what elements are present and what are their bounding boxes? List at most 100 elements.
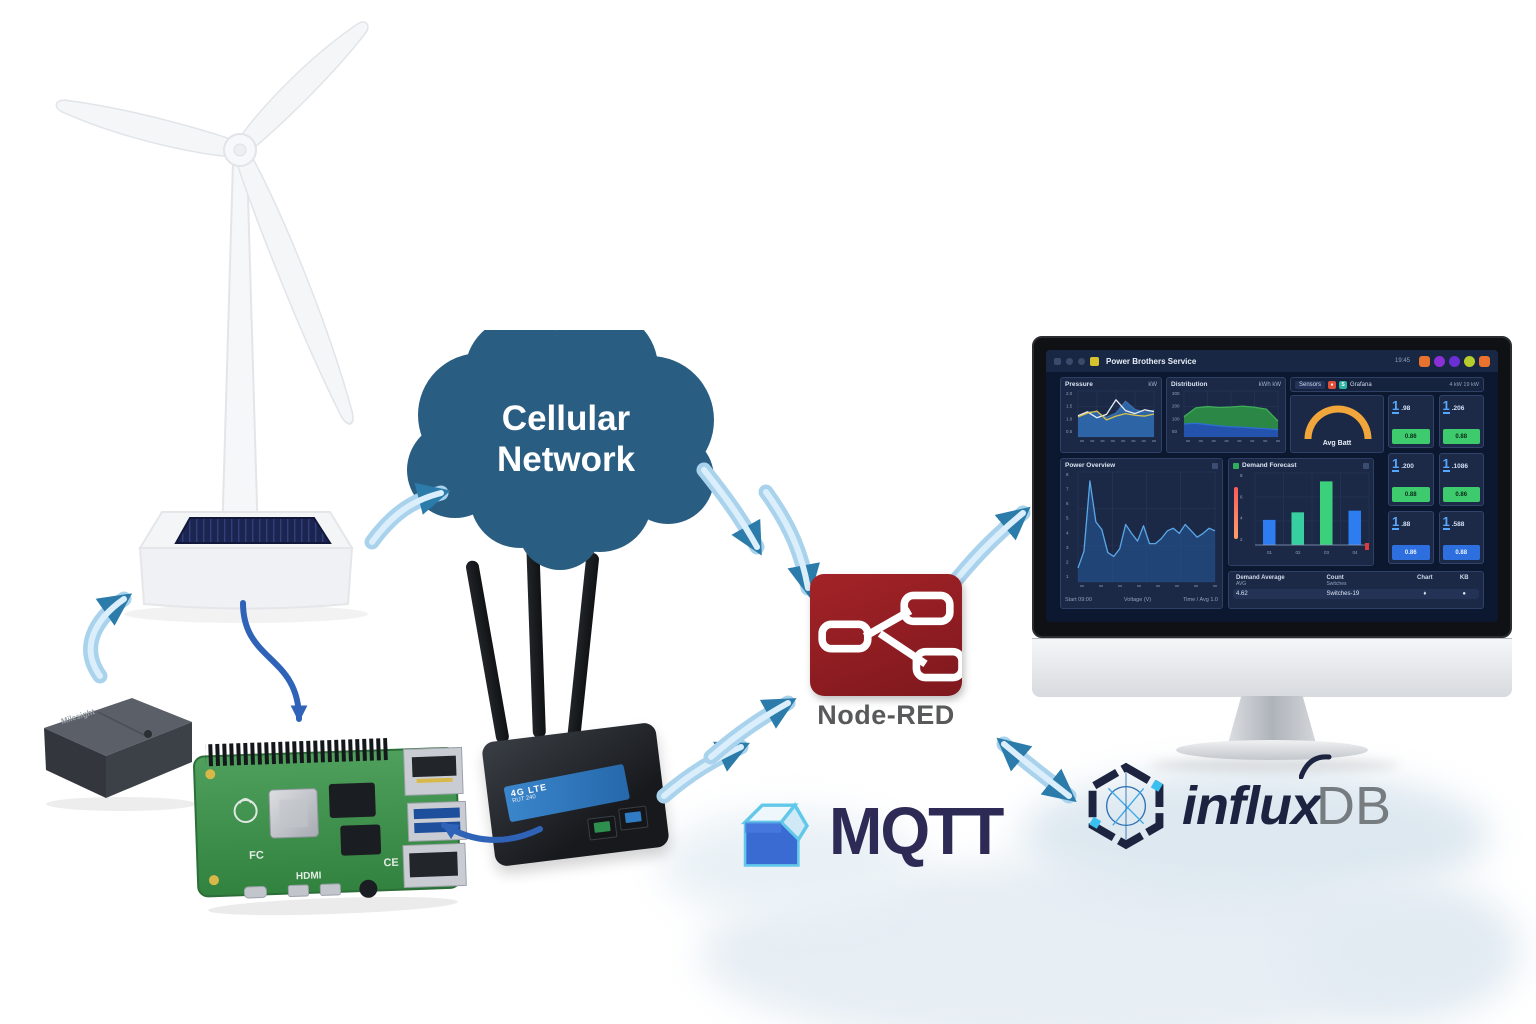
table-header-cell: KB [1459,575,1469,581]
svg-text:1.0: 1.0 [1066,416,1073,421]
panel-title: Demand Forecast [1242,462,1297,469]
panel-menu-icon [1212,462,1218,469]
base-pedestal-front [138,547,354,610]
arrow-turbine-to-cloud [364,482,451,550]
panel-title: Pressure [1065,381,1093,388]
wifi-chip [340,824,382,856]
arrow-nodered-influxdb-bidirectional [996,736,1077,804]
panel-icon [1233,462,1239,469]
svg-text:4: 4 [1240,516,1243,521]
app-icon [1464,355,1475,367]
panel-pressure: Pressure kW 2.0 1.5 1.0 0.5 [1060,377,1162,453]
panel-unit: kWh kW [1258,381,1281,388]
svg-text:03: 03 [1324,550,1330,555]
arrow-sensor-to-turbine [83,591,133,684]
favicon-icon [1090,356,1099,366]
usbc-power-port [243,885,267,899]
fcc-label: FC [249,849,264,862]
svg-text:100: 100 [1172,416,1180,421]
svg-text:01: 01 [1267,550,1273,555]
dashboard-screen: Power Brothers Service 19:45 Pressure kW… [1046,350,1498,622]
wind-turbine [52,12,376,623]
cellular-network-cloud [407,330,714,570]
dashboard-title: Power Brothers Service [1106,356,1197,366]
audio-jack [359,879,378,898]
cloud-band [1300,880,1520,1020]
pressure-chart: 2.0 1.5 1.0 0.5 [1066,390,1156,442]
arrow-nodered-to-monitor [949,505,1031,587]
table-cell: ♦ [1423,591,1427,597]
svg-text:6: 6 [1066,501,1069,506]
influx-swoosh-icon [1299,754,1332,779]
table-cell: ● [1462,591,1467,597]
footer-mid: Voltage (V) [1123,597,1152,603]
cloud-label-line2: Network [496,440,636,480]
footer-right: Time / Avg 1.0 [1183,597,1218,603]
svg-text:200: 200 [1172,404,1180,409]
app-icon [1434,355,1445,367]
window-control-icon [1054,357,1061,365]
svg-text:50: 50 [1172,429,1178,434]
arrow-router-to-nodered [656,739,750,804]
svg-text:0.5: 0.5 [1066,429,1073,434]
micro-hdmi-port [287,884,310,898]
influx-label: influx [1182,776,1321,836]
cloud-label: Cellular Network [432,398,700,481]
cloud-label-line1: Cellular [501,399,631,438]
alert-icon: ● [1328,380,1337,389]
table-cell: Switches-19 [1326,591,1360,597]
svg-text:2.0: 2.0 [1066,391,1073,396]
svg-text:6: 6 [1240,494,1243,499]
arrow-base-to-pi [240,600,308,723]
arrow-cloud-to-nodered [696,462,765,556]
node-red-logo: Node-RED [806,574,966,731]
table-header-cell: Chart [1417,575,1433,581]
threshold-strip [1234,487,1238,539]
window-control-icon [1066,357,1073,365]
influx-db-label: DB [1316,776,1392,836]
app-icon [1449,355,1460,367]
micro-hdmi-port [319,883,342,896]
node-red-icon [810,574,966,696]
dashboard-tabs: Sensors ● S Grafana 4 kW 19 kW [1290,377,1484,392]
svg-text:7: 7 [1066,487,1069,492]
ce-label: CE [383,857,399,870]
gpio-header [205,738,388,767]
panel-gauge: Avg Batt [1290,395,1384,453]
cloud-band [1020,770,1490,900]
solar-panel [174,517,332,544]
svg-text:8: 8 [1240,473,1243,478]
svg-text:2: 2 [1066,559,1069,564]
panel-unit: kW [1148,381,1157,388]
monitor-stand [1227,696,1317,744]
panel-menu-icon [1363,462,1369,469]
arrow-cloud-to-nodered-2 [758,484,820,598]
raspberry-logo [233,799,258,824]
svg-text:1.5: 1.5 [1066,404,1073,409]
clock-text: 19:45 [1394,358,1410,364]
mqtt-logo: MQTT [733,788,1004,874]
browser-topbar: Power Brothers Service 19:45 [1046,350,1498,372]
panel-title: Distribution [1171,381,1208,388]
svg-text:5: 5 [1066,516,1069,521]
monitor-chin [1032,638,1512,697]
footer-left: Start 09:00 [1065,597,1092,603]
mqtt-icon [740,802,809,867]
gauge-label: Avg Batt [1322,440,1352,447]
svg-text:3: 3 [1066,545,1069,550]
svg-text:1: 1 [1066,574,1069,579]
